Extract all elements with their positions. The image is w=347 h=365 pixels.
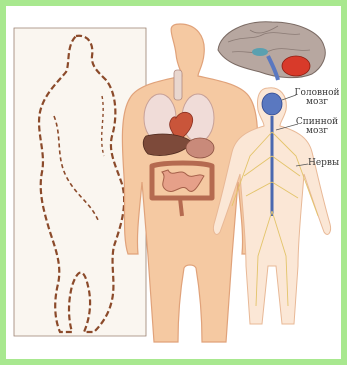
stomach	[186, 138, 214, 158]
brain-illustration	[218, 22, 325, 80]
label-spinal-cord: Спинной мозг	[294, 118, 340, 136]
trachea	[174, 70, 182, 100]
nervous-brain	[262, 93, 282, 115]
brain-cerebellum	[282, 56, 310, 76]
rectum	[180, 198, 182, 216]
label-brain: Головной мозг	[292, 89, 342, 107]
label-nerves: Нервы	[308, 159, 347, 168]
anatomy-illustration	[6, 6, 347, 365]
